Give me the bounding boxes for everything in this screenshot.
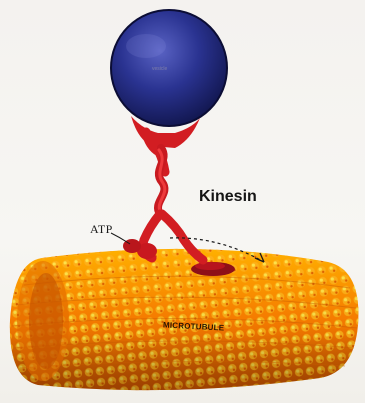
kinesin-motor-head [191, 262, 235, 276]
atp-label: ATP [90, 222, 113, 237]
cargo-label: vesicle [152, 66, 167, 72]
microtubule [10, 249, 359, 390]
kinesin-label: Kinesin [199, 188, 257, 206]
cargo-vesicle [111, 10, 227, 126]
atp-pointer [111, 233, 130, 244]
